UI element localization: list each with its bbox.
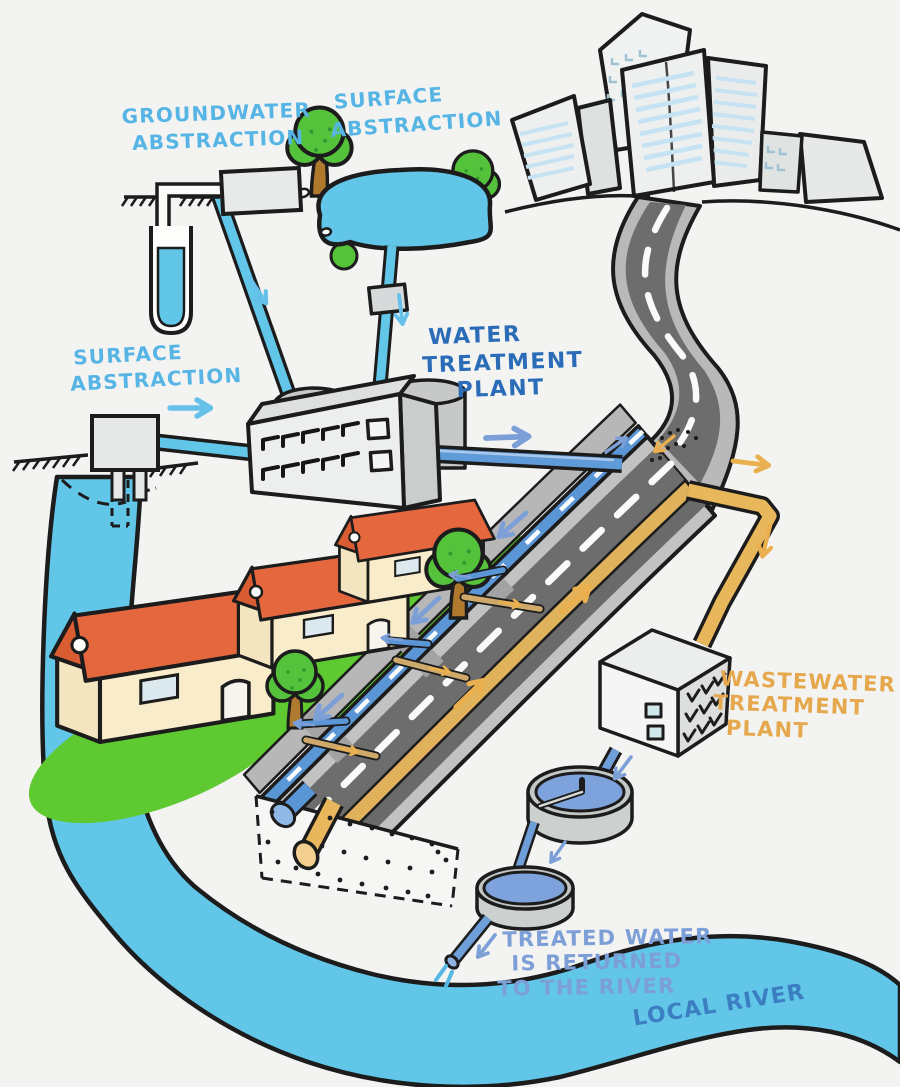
city-ground-line xyxy=(504,193,900,232)
road-center-dashes xyxy=(641,204,700,452)
intake-pipe xyxy=(155,437,255,458)
surface-abstraction-pond xyxy=(287,107,502,271)
pond-to-plant-pipe xyxy=(374,245,397,399)
label-text: TREATED WATER xyxy=(502,924,713,952)
label-text: WATER xyxy=(428,322,522,350)
diagram-labels: GROUNDWATER ABSTRACTION SURFACE ABSTRACT… xyxy=(70,82,897,1031)
road-center-dashes xyxy=(291,460,675,838)
borehole-water xyxy=(156,246,186,328)
well-to-plant-pipe xyxy=(211,186,295,400)
label-wastewater-treatment-plant: WASTEWATER TREATMENT PLANT xyxy=(713,667,896,743)
water-level-dashes xyxy=(60,478,127,506)
groundwater-borehole xyxy=(120,165,304,401)
settlement-tanks xyxy=(434,765,634,988)
splash xyxy=(434,964,454,988)
label-text: TREATMENT xyxy=(422,348,584,379)
label-water-treatment-plant: WATER TREATMENT PLANT xyxy=(422,322,584,403)
water-treatment-plant xyxy=(246,245,623,510)
pump-house xyxy=(90,414,160,472)
main-road xyxy=(242,403,717,888)
skimmer-arm xyxy=(538,790,584,808)
label-text: TREATMENT xyxy=(713,690,865,719)
river-intake-pump xyxy=(11,414,255,502)
window xyxy=(368,449,394,473)
label-text: TO THE RIVER xyxy=(497,974,676,1001)
label-text: IS RETURNED xyxy=(511,949,682,976)
ground-hatch xyxy=(120,196,215,207)
water-pipe-end xyxy=(269,801,297,829)
window xyxy=(644,702,663,719)
underground-pipe-cutaway xyxy=(254,780,460,908)
bush-icon xyxy=(329,241,359,271)
plant-building xyxy=(246,392,406,510)
sewer-pipe-end xyxy=(292,839,320,871)
settlement-tank-lower xyxy=(482,870,568,906)
well-pump xyxy=(218,165,304,217)
pipe-collar xyxy=(366,282,410,316)
sewer-branch-pipe xyxy=(686,483,777,647)
label-text: PLANT xyxy=(726,716,810,743)
label-text: PLANT xyxy=(456,375,545,403)
ground-hatch xyxy=(11,455,188,478)
window xyxy=(646,724,665,741)
junction-dots xyxy=(650,428,698,462)
label-treated-water-return: TREATED WATER IS RETURNED TO THE RIVER xyxy=(497,924,713,1001)
river-outfall-pipe xyxy=(450,915,492,963)
window xyxy=(365,417,391,441)
soil-dots xyxy=(265,809,449,899)
label-text: SURFACE xyxy=(73,340,184,370)
pebble-icon xyxy=(319,227,333,237)
city-skyline xyxy=(504,12,900,232)
